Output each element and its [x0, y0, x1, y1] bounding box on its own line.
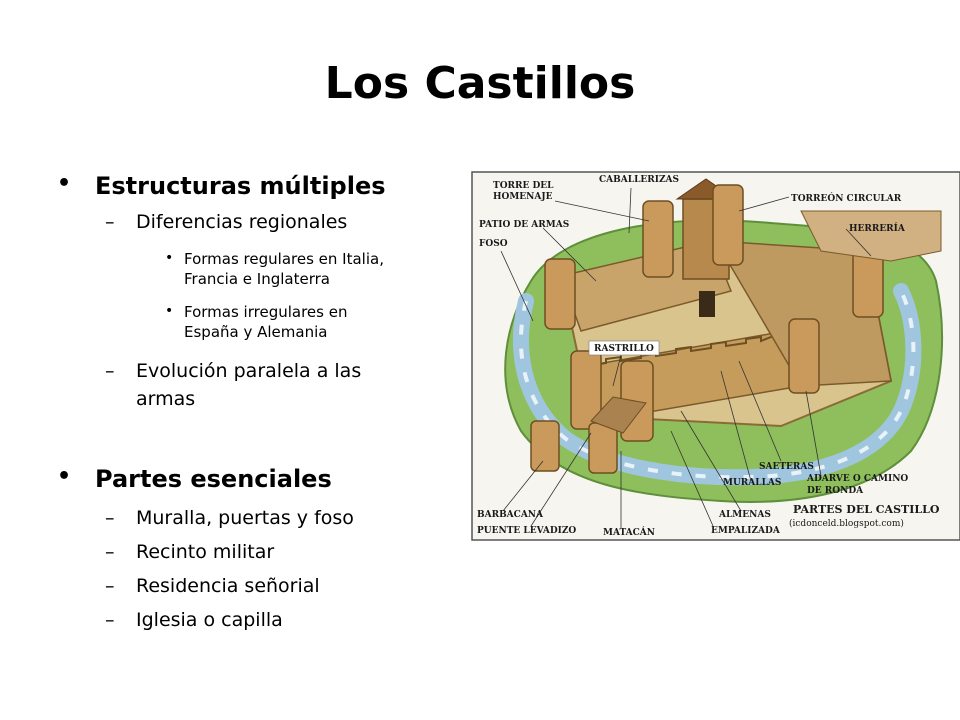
- outline-subitem-text: armas: [136, 388, 196, 410]
- outline-subitem-muralla: – Muralla, puertas y foso: [105, 507, 354, 529]
- outline-subitem-text: Iglesia o capilla: [136, 609, 283, 631]
- outline-subitem-diferencias: – Diferencias regionales: [105, 211, 348, 233]
- label-torre-del-homenaje-line2: HOMENAJE: [493, 192, 553, 202]
- castle-diagram: TORRE DEL HOMENAJE CABALLERIZAS TORREÓN …: [471, 171, 960, 541]
- label-leader-lines: [500, 187, 872, 528]
- label-torreon-circular: TORREÓN CIRCULAR: [791, 192, 902, 204]
- gate: [699, 291, 715, 317]
- level2-dash-marker: –: [105, 507, 115, 529]
- moat-water: [512, 283, 922, 486]
- outline-detail-regulares-continued: Francia e Inglaterra: [184, 270, 330, 288]
- outline-subitem-text: Residencia señorial: [136, 575, 320, 597]
- outline-detail-text: Francia e Inglaterra: [184, 270, 330, 288]
- outline-detail-text: Formas irregulares en: [184, 303, 348, 321]
- label-herreria: HERRERÍA: [849, 222, 906, 234]
- outline-subitem-iglesia: – Iglesia o capilla: [105, 609, 283, 631]
- outline-subitem-text: Muralla, puertas y foso: [136, 507, 354, 529]
- label-murallas: MURALLAS: [723, 478, 781, 488]
- label-matacan: MATACÁN: [603, 526, 655, 538]
- outline-heading-partes: • Partes esenciales: [57, 464, 332, 493]
- label-torre-del-homenaje: TORRE DEL: [493, 181, 554, 191]
- stables-building: [800, 210, 942, 262]
- level3-bullet-marker: •: [165, 303, 174, 319]
- figure-credit: (icdonceld.blogspot.com): [789, 518, 904, 529]
- level1-bullet-marker: •: [57, 171, 72, 196]
- outline-detail-regulares: • Formas regulares en Italia,: [165, 250, 384, 268]
- outline-subitem-text: Diferencias regionales: [136, 211, 348, 233]
- battlements: [585, 330, 787, 367]
- outline-heading-text: Estructuras múltiples: [95, 172, 386, 200]
- drawbridge: [590, 396, 647, 434]
- level2-dash-marker: –: [105, 541, 115, 563]
- outline-subitem-recinto: – Recinto militar: [105, 541, 275, 563]
- level2-dash-marker: –: [105, 211, 115, 233]
- label-rastrillo: RASTRILLO: [594, 344, 654, 354]
- slide-title: Los Castillos: [324, 58, 636, 109]
- level1-bullet-marker: •: [57, 464, 72, 489]
- outline-detail-text: España y Alemania: [184, 323, 328, 341]
- outline-heading-text: Partes esenciales: [95, 465, 332, 493]
- castle-illustration: [504, 178, 943, 503]
- label-almenas: ALMENAS: [718, 510, 771, 520]
- label-empalizada: EMPALIZADA: [711, 526, 781, 536]
- outline-subitem-evolucion-continued: armas: [136, 388, 195, 410]
- label-saeteras: SAETERAS: [759, 462, 814, 472]
- rastrillo-label-box: [588, 340, 660, 356]
- outline-detail-text: Formas regulares en Italia,: [184, 250, 384, 268]
- outline-subitem-residencia: – Residencia señorial: [105, 575, 320, 597]
- label-adarve: ADARVE O CAMINO: [806, 474, 908, 484]
- outline-subitem-text: Evolución paralela a las: [136, 360, 362, 382]
- bullet-outline: • Estructuras múltiples – Diferencias re…: [0, 0, 470, 720]
- level3-bullet-marker: •: [165, 250, 174, 266]
- outline-detail-irregulares: • Formas irregulares en: [165, 303, 348, 321]
- level2-dash-marker: –: [105, 575, 115, 597]
- label-barbacana: BARBACANA: [477, 510, 544, 520]
- level2-dash-marker: –: [105, 360, 115, 382]
- outline-detail-irregulares-continued: España y Alemania: [184, 323, 327, 341]
- label-caballerizas: CABALLERIZAS: [599, 175, 679, 185]
- label-adarve-line2: DE RONDA: [807, 486, 864, 496]
- right-wall: [714, 240, 892, 387]
- label-puente-levadizo: PUENTE LEVADIZO: [477, 526, 576, 536]
- level2-dash-marker: –: [105, 609, 115, 631]
- figure-caption: PARTES DEL CASTILLO: [793, 503, 940, 516]
- figure-labels: TORRE DEL HOMENAJE CABALLERIZAS TORREÓN …: [477, 175, 940, 538]
- outline-subitem-evolucion: – Evolución paralela a las: [105, 360, 362, 382]
- outline-heading-estructuras: • Estructuras múltiples: [57, 171, 386, 200]
- label-patio-de-armas: PATIO DE ARMAS: [479, 220, 569, 230]
- label-foso: FOSO: [479, 239, 508, 249]
- outline-subitem-text: Recinto militar: [136, 541, 275, 563]
